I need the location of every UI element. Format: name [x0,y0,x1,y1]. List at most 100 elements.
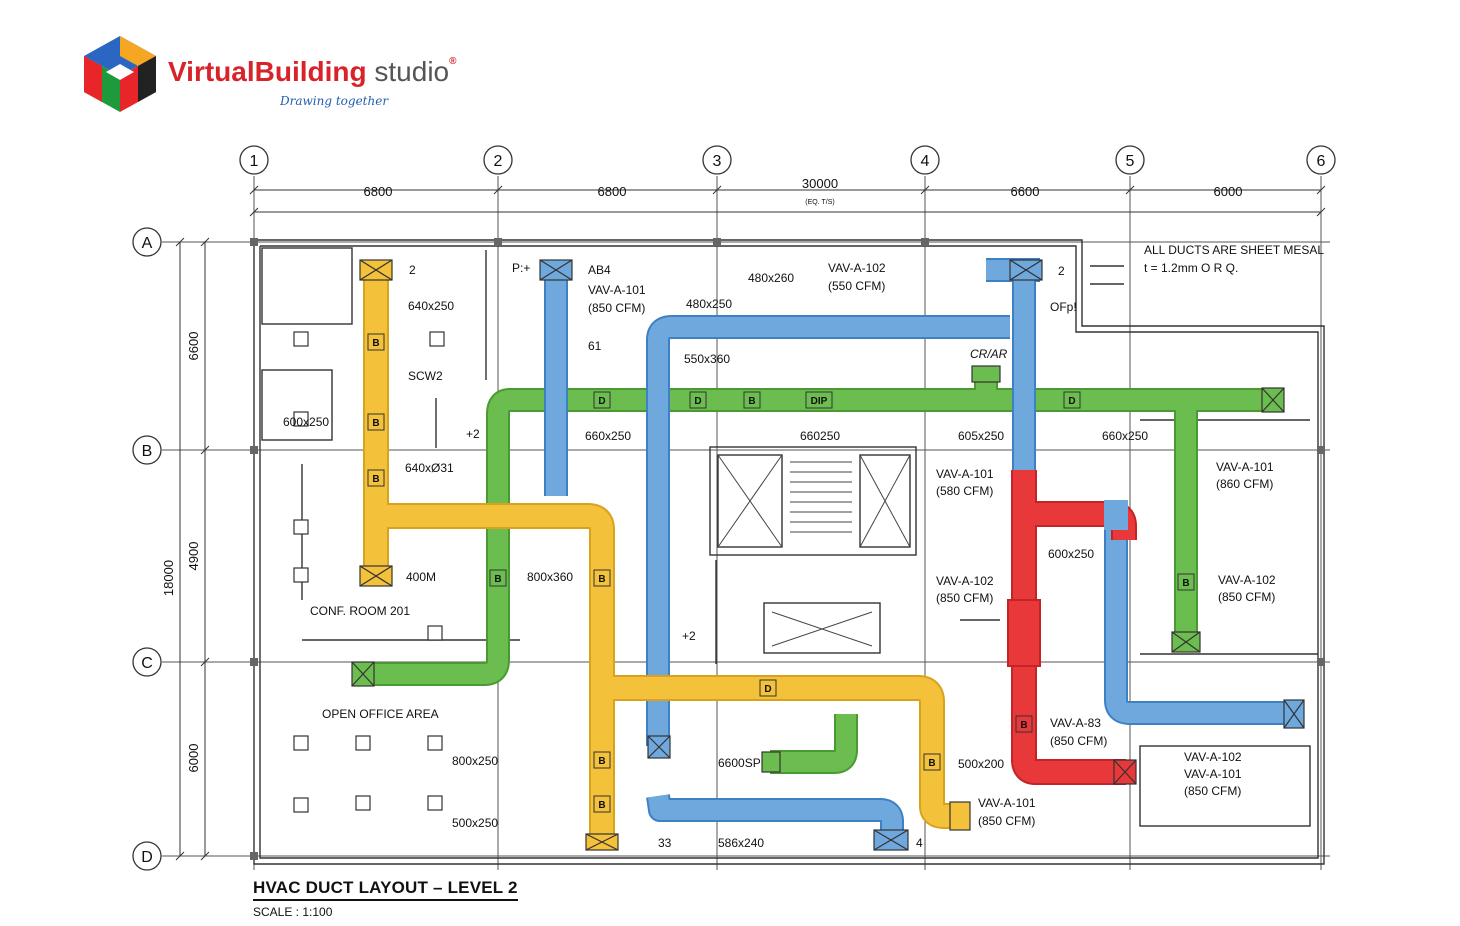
stair-treads [717,454,911,647]
grid-bubble-5 [1115,145,1145,175]
red-vav-box [1007,599,1041,667]
dim-tick [249,185,259,195]
column [250,658,258,666]
marker-box [367,469,385,487]
marker-d: D [1068,396,1075,407]
label-660x250: 660x250 [585,429,631,443]
cube-left-inner-face [84,56,102,102]
cube-top-inner-face [120,36,156,66]
marker-box [593,569,611,587]
label-2: 2 [1058,264,1065,278]
terminal-cross [1283,699,1305,729]
duct-labels: 640x250 SCW2 600x250 640xØ31 400M CONF. … [283,243,1324,850]
blue-upper-loop-fill [648,317,1010,746]
label-vav-a101-860: VAV-A-101 [1216,460,1274,474]
diffuser [429,331,445,347]
label-480x260: 480x260 [748,271,794,285]
dim-tick [920,185,930,195]
blue-terminal-left-loop [647,735,671,759]
marker-box [743,391,761,409]
terminal-cross [1113,759,1137,785]
label-vav-a101-850: VAV-A-101 [588,283,646,297]
drawing-scale: SCALE : 1:100 [253,905,333,919]
yellow-terminal-top [359,259,393,281]
dim-tick [200,445,210,455]
dim-tick [249,207,259,217]
column [494,238,502,246]
marker-box [805,391,833,409]
column-bubbles [132,145,1336,871]
red-main-run-fill [1013,470,1126,783]
dimension-text: 6800 6800 30000 (EQ. T/S) 6600 6000 6600… [161,176,1242,772]
dim-b-c: 4900 [186,542,201,571]
dim-tick [712,185,722,195]
column [250,446,258,454]
grid-label-c: C [141,655,153,672]
label-cfm-850-c: (850 CFM) [936,591,993,605]
label-600x250b: 600x250 [1048,547,1094,561]
yellow-terminal-end [949,801,971,831]
marker-b: B [372,338,379,349]
label-4: 4 [916,836,923,850]
label-800x360: 800x360 [527,570,573,584]
grid-label-4: 4 [921,153,930,170]
label-33: 33 [658,836,672,850]
terminal-cross [359,259,393,281]
label-400m: 400M [406,570,436,584]
label-2c: 2 [409,263,416,277]
structural-columns [250,238,1325,860]
note-line-1: ALL DUCTS ARE SHEET MESAL [1144,243,1324,257]
grid-bubble-4 [910,145,940,175]
marker-box [1177,573,1195,591]
dim-tick [1125,185,1135,195]
label-vav-a101-580: VAV-A-101 [936,467,994,481]
label-550x360: 550x360 [684,352,730,366]
grid-label-3: 3 [713,153,722,170]
column [1317,658,1325,666]
column [250,852,258,860]
grid-label-6: 6 [1317,153,1326,170]
green-terminal-lower [761,751,781,773]
blue-terminal-right [1283,699,1305,729]
marker-box [367,413,385,431]
cube-right-inner-face [138,56,156,102]
dim-tick [200,851,210,861]
marker-box [593,795,611,813]
grid-bubble-b [132,435,162,465]
stair-cross [717,454,783,548]
dim-tick [1316,185,1326,195]
label-cfm-850: (850 CFM) [588,301,645,315]
terminal-cross [873,829,909,851]
green-main-run-fill [362,390,1272,684]
diffuser [293,331,309,347]
diffuser [355,795,371,811]
marker-b: B [928,758,935,769]
brand-name: VirtualBuilding studio® [168,56,456,88]
marker-b: B [494,574,501,585]
wc-room [261,369,333,441]
yellow-terminal-bottom [359,565,393,587]
label-480x250: 480x250 [686,297,732,311]
label-vav-a102-f: VAV-A-102 [1184,750,1242,764]
yellow-main-run-fill [376,505,613,842]
brand-logo: VirtualBuilding studio® Drawing together [80,34,520,114]
label-open-office: OPEN OFFICE AREA [322,707,439,721]
dim-overall-rows: 18000 [161,560,176,596]
terminal-boxes [351,259,1305,851]
column [713,238,721,246]
blue-terminal-top-right [1009,259,1043,281]
marker-b: B [1020,720,1027,731]
cube-logo-icon [84,36,156,112]
dim-tick [493,185,503,195]
terminal-cross [359,565,393,587]
terminal-cross [647,735,671,759]
diffusers [293,331,445,813]
marker-box [689,391,707,409]
terminal-box [971,365,1001,383]
label-800x250: 800x250 [452,754,498,768]
marker-b: B [598,756,605,767]
terminal-cross [351,661,375,687]
grid-bubble-1 [239,145,269,175]
green-terminal-bottom [1171,631,1201,653]
marker-d: D [598,396,605,407]
